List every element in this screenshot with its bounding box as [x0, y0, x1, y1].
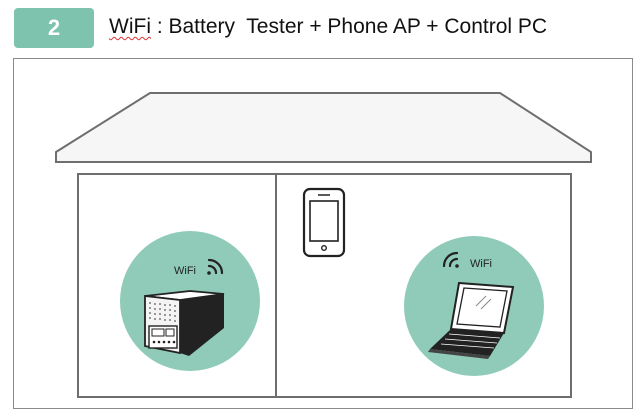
- title-wifi: WiFi: [109, 15, 151, 38]
- smartphone-icon: [302, 187, 346, 258]
- title-text: : Battery Tester + Phone AP + Control PC: [150, 15, 548, 38]
- step-number: 2: [47, 15, 61, 40]
- diagram-frame: [13, 58, 633, 409]
- wifi-label-right: WiFi: [470, 258, 492, 270]
- wifi-signal-icon-right: [442, 251, 459, 268]
- laptop-icon: [428, 281, 515, 359]
- page-title: WiFi : Battery Tester + Phone AP + Contr…: [109, 12, 547, 42]
- wifi-label-left: WiFi: [174, 265, 196, 277]
- house-roof: [55, 92, 592, 163]
- battery-tester-icon: [144, 290, 225, 356]
- wifi-signal-icon-left: [207, 258, 224, 275]
- step-badge: 2: [14, 8, 94, 48]
